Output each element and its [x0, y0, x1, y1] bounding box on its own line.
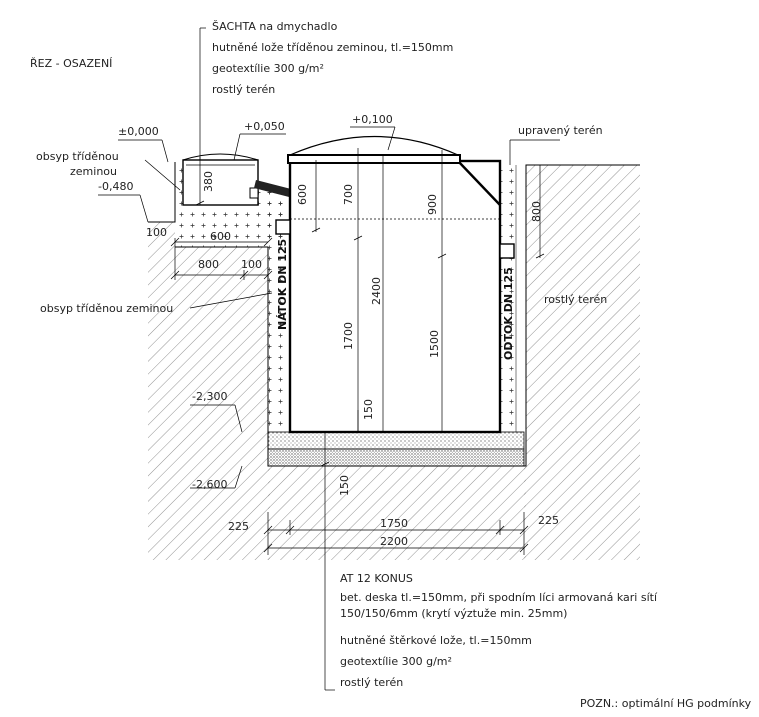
- dim-2200: 2200: [380, 535, 408, 548]
- outlet-label: ODTOK DN 125: [502, 267, 515, 360]
- soil-hatching: [148, 165, 640, 560]
- dim-1500: 1500: [428, 330, 441, 358]
- bottom-note-3: 150/150/6mm (krytí výztuže min. 25mm): [340, 607, 567, 620]
- footnote: POZN.: optimální HG podmínky: [580, 697, 752, 710]
- air-pipe: [254, 180, 295, 198]
- top-note-1: ŠACHTA na dmychadlo: [212, 20, 338, 33]
- tank-at12: [275, 135, 515, 434]
- label-obsyp-short-2: zeminou: [70, 165, 117, 178]
- excavation-outline: [148, 162, 640, 467]
- inlet-label: NÁTOK DN 125: [276, 239, 289, 330]
- dim-2400: 2400: [370, 277, 383, 305]
- level-ground-zero: ±0,000: [118, 125, 159, 138]
- dim-600-horizontal: 600: [210, 230, 231, 243]
- label-obsyp-short-1: obsyp tříděnou: [36, 150, 119, 163]
- label-obsyp-long: obsyp tříděnou zeminou: [40, 302, 173, 315]
- level-shaft-top: +0,050: [244, 120, 285, 133]
- label-rostly-teren-right: rostlý terén: [544, 293, 607, 306]
- bottom-note-4: hutněné štěrkové lože, tl.=150mm: [340, 634, 532, 647]
- top-note-3: geotextílie 300 g/m²: [212, 62, 324, 75]
- dim-150-tank: 150: [362, 399, 375, 420]
- dim-100-right: 100: [241, 258, 262, 271]
- bottom-note-6: rostlý terén: [340, 676, 403, 689]
- level-bottom-tank: -2,300: [192, 390, 227, 403]
- top-note-2: hutněné lože tříděnou zeminou, tl.=150mm: [212, 41, 453, 54]
- top-note-4: rostlý terén: [212, 83, 275, 96]
- dim-225-left: 225: [228, 520, 249, 533]
- dim-100-left: 100: [146, 226, 167, 239]
- bottom-note-2: bet. deska tl.=150mm, při spodním líci a…: [340, 591, 658, 604]
- level-tank-top: +0,100: [352, 113, 393, 126]
- dim-600-vertical: 600: [296, 184, 309, 205]
- dim-800-vertical: 800: [530, 201, 543, 222]
- drawing-title: ŘEZ - OSAZENÍ: [30, 57, 112, 70]
- gravel-bed: [267, 448, 525, 467]
- concrete-slab: [267, 431, 525, 450]
- dim-380: 380: [202, 171, 215, 192]
- dim-150-base: 150: [338, 475, 351, 496]
- bottom-note-5: geotextílie 300 g/m²: [340, 655, 452, 668]
- dim-1750: 1750: [380, 517, 408, 530]
- dimension-lines: [98, 27, 560, 691]
- label-upraveny-teren: upravený terén: [518, 124, 603, 137]
- dim-800-horizontal: 800: [198, 258, 219, 271]
- level-pipe: -0,480: [98, 180, 133, 193]
- blower-shaft: [182, 153, 259, 206]
- level-bottom-base: -2,600: [192, 478, 227, 491]
- dim-225-right: 225: [538, 514, 559, 527]
- dim-700: 700: [342, 184, 355, 205]
- bottom-note-1: AT 12 KONUS: [340, 572, 413, 585]
- dim-1700: 1700: [342, 322, 355, 350]
- dim-900: 900: [426, 194, 439, 215]
